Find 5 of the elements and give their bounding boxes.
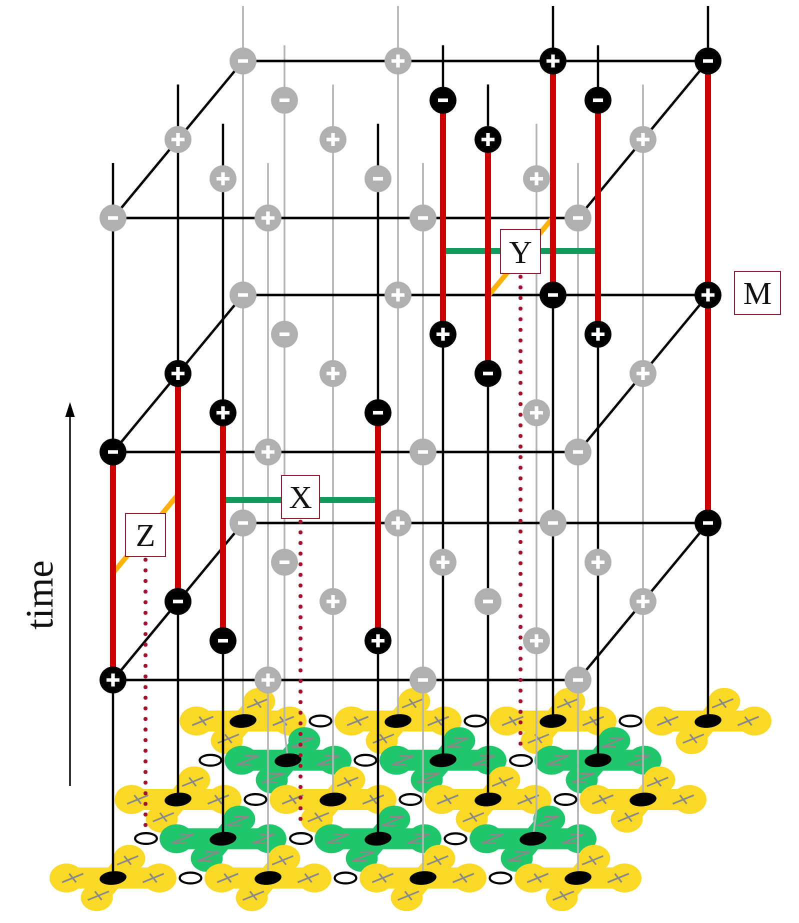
framed-label: Y — [500, 229, 541, 274]
framed-label: X — [281, 475, 320, 519]
framed-label: Z — [125, 513, 166, 557]
axis-label: time — [20, 560, 60, 630]
framed-label: M — [734, 271, 781, 315]
